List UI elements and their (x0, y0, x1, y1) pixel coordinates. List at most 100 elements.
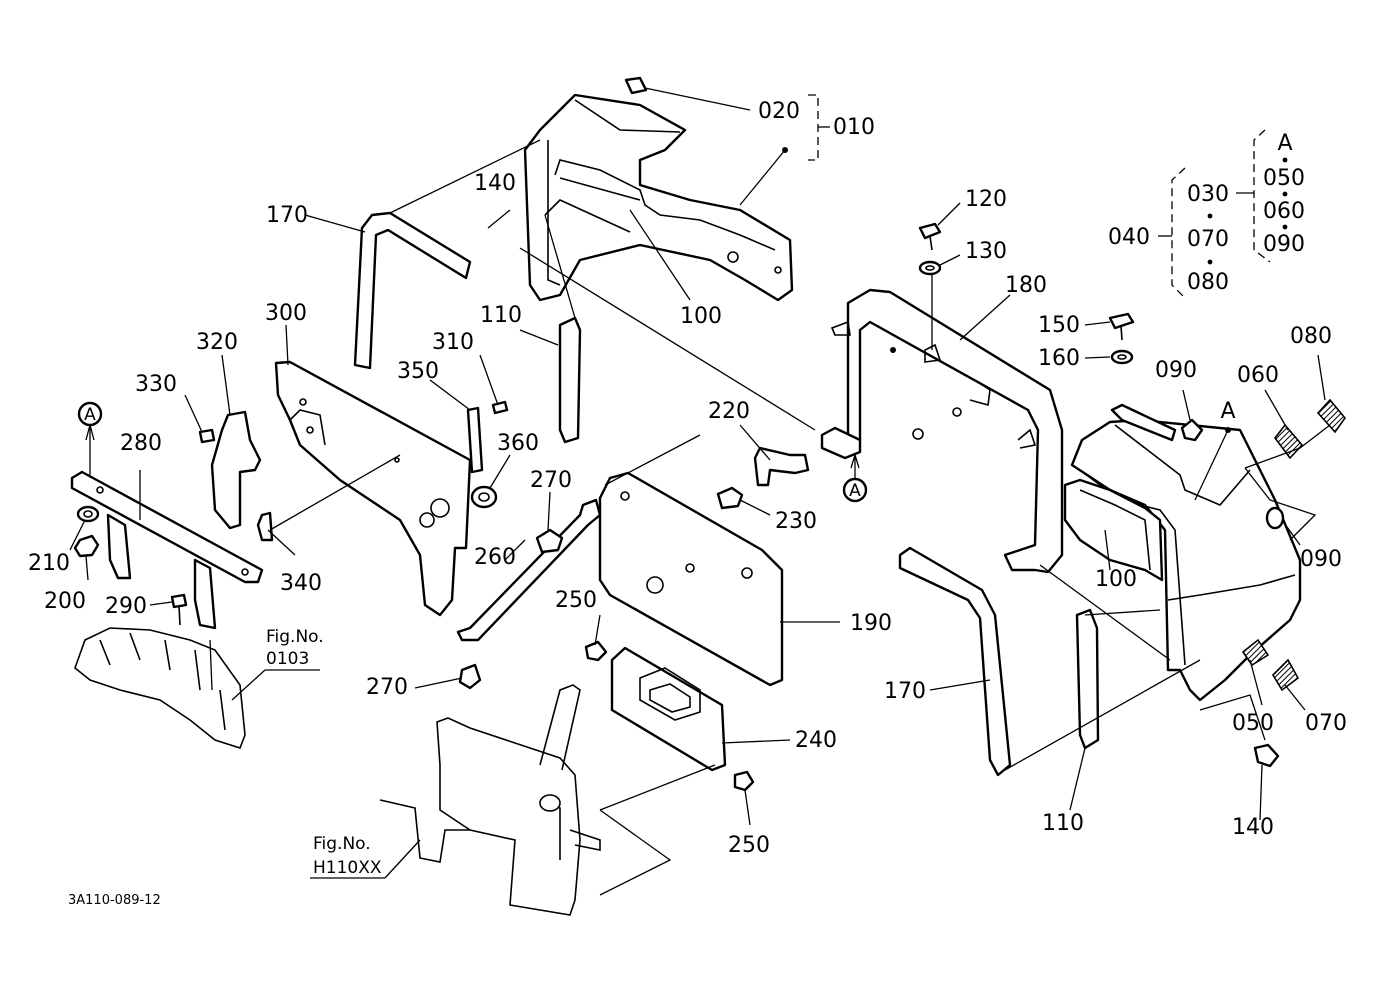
callout-230: 230 (775, 509, 817, 534)
rubber-strip-170-left-part (353, 211, 472, 370)
upper-left-cover-part (523, 93, 794, 302)
side-cover-frame-180-part (820, 288, 1064, 574)
washer-160-part (1110, 349, 1134, 365)
diagram-code: 3A110-089-12 (68, 893, 161, 908)
callout-060-legend: 060 (1263, 199, 1305, 224)
section-marker-a-center: A (842, 477, 868, 503)
callout-030: 030 (1187, 182, 1229, 207)
callout-100-upper: 100 (680, 304, 722, 329)
callout-020: 020 (758, 99, 800, 124)
right-main-cover-part (1063, 418, 1302, 702)
callout-240: 240 (795, 728, 837, 753)
callout-360: 360 (497, 431, 539, 456)
panel-300-part (274, 360, 472, 617)
callout-090-right: 090 (1300, 547, 1342, 572)
callout-140-upper: 140 (474, 171, 516, 196)
callout-080-legend: 080 (1187, 270, 1229, 295)
washer-210-part (76, 505, 100, 523)
callout-250-upper: 250 (555, 588, 597, 613)
callout-270-lower: 270 (366, 675, 408, 700)
rod-260-part (456, 498, 602, 642)
figure-ref-number: 0103 (266, 649, 309, 669)
callout-130: 130 (965, 239, 1007, 264)
callout-110-right: 110 (1042, 811, 1084, 836)
bolt-290-part (170, 593, 188, 626)
callout-210: 210 (28, 551, 70, 576)
callout-120: 120 (965, 187, 1007, 212)
figure-ref-number: H110XX (313, 858, 382, 878)
decal-070-part (1271, 658, 1300, 692)
bolt-250-upper-part (584, 640, 608, 662)
callout-340: 340 (280, 571, 322, 596)
bolt-140-right-part (1253, 743, 1280, 768)
leader-lines (69, 87, 1331, 896)
callout-070-legend: 070 (1187, 227, 1229, 252)
grommet-090-right-part (1265, 506, 1285, 530)
callout-350: 350 (397, 359, 439, 384)
panel-190-part (598, 471, 784, 687)
plate-240-part (610, 646, 727, 772)
callout-180: 180 (1005, 273, 1047, 298)
frame-0103-part (74, 627, 246, 749)
decal-080-part (1316, 398, 1347, 434)
callout-200: 200 (44, 589, 86, 614)
bolt-270-upper-part (535, 528, 564, 554)
clip-020-part (624, 76, 648, 95)
decal-060-part (1273, 423, 1304, 460)
strip-350-part (466, 406, 484, 474)
callout-040: 040 (1108, 225, 1150, 250)
svg-text:A: A (849, 481, 861, 501)
seal-110-lower-part (1075, 608, 1100, 750)
washer-130-part (918, 260, 942, 276)
callout-170-right: 170 (884, 679, 926, 704)
callout-330: 330 (135, 372, 177, 397)
callout-170-left: 170 (266, 203, 308, 228)
callout-labels: 020 010 140 170 100 110 300 320 330 310 … (28, 99, 1347, 858)
callout-260: 260 (474, 545, 516, 570)
figure-ref-h110xx: Fig.No. H110XX (313, 834, 382, 878)
bolt-270-lower-part (458, 663, 482, 690)
seal-110-upper-part (558, 316, 582, 444)
figure-ref-0103: Fig.No. 0103 (266, 627, 324, 669)
callout-080: 080 (1290, 324, 1332, 349)
callout-010: 010 (833, 115, 875, 140)
section-marker-a-right: A (1220, 399, 1235, 424)
callout-100-right: 100 (1095, 567, 1137, 592)
callout-140-right: 140 (1232, 815, 1274, 840)
nut-200-part (73, 534, 100, 558)
callout-190: 190 (850, 611, 892, 636)
grommet-360-part (470, 485, 498, 509)
section-marker-a-left: A (77, 401, 103, 427)
bracket-320-part (210, 410, 262, 530)
callout-090-legend: 090 (1263, 232, 1305, 257)
bolt-250-lower-part (733, 770, 755, 792)
bolt-330-part (198, 428, 216, 444)
callout-050: 050 (1232, 711, 1274, 736)
steering-column-h110xx-part (379, 684, 601, 916)
clamp-220-part (753, 446, 810, 487)
section-marker-a-legend: A (1277, 131, 1292, 156)
figure-ref-label: Fig.No. (266, 627, 324, 647)
figure-ref-label: Fig.No. (313, 834, 371, 854)
bracket-090-top-part (1110, 403, 1177, 442)
grommet-090-part (1180, 418, 1204, 442)
callout-290: 290 (105, 594, 147, 619)
callout-310: 310 (432, 330, 474, 355)
callout-300: 300 (265, 301, 307, 326)
callout-070: 070 (1305, 711, 1347, 736)
bolt-230-part (716, 486, 744, 510)
clip-340-part (256, 511, 274, 542)
screw-150-part (1108, 312, 1135, 341)
callout-160: 160 (1038, 346, 1080, 371)
callout-150: 150 (1038, 313, 1080, 338)
stay-280-part (70, 470, 264, 630)
callout-110-upper: 110 (480, 303, 522, 328)
callout-050-legend: 050 (1263, 166, 1305, 191)
screw-120-part (918, 222, 942, 251)
callout-060: 060 (1237, 363, 1279, 388)
decal-050-part (1241, 638, 1270, 667)
callout-280: 280 (120, 431, 162, 456)
callout-220: 220 (708, 399, 750, 424)
callout-090-top: 090 (1155, 358, 1197, 383)
